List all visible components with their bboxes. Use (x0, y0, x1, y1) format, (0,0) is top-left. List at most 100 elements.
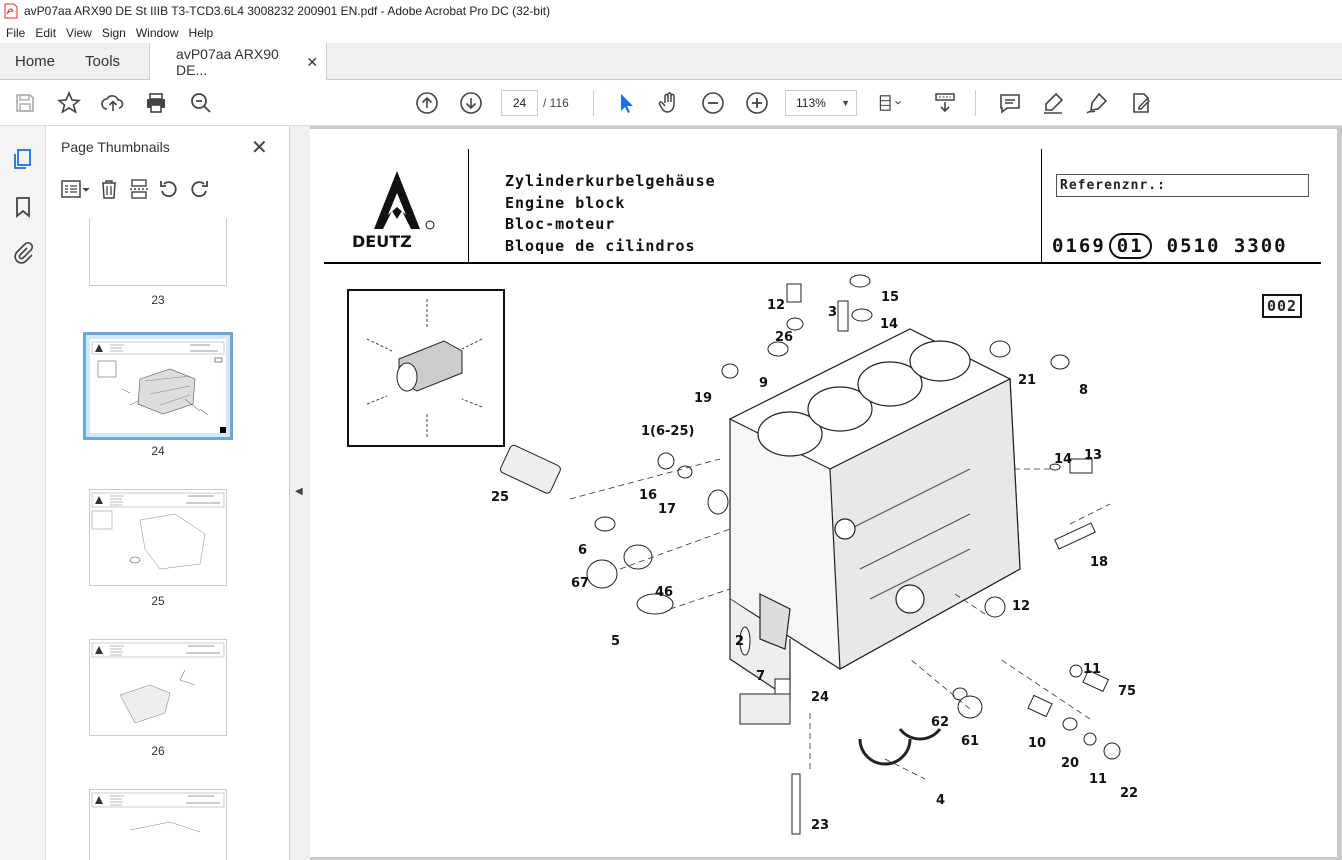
reference-number-part: 0169 (1052, 235, 1106, 257)
page-total: / 116 (543, 96, 569, 110)
thumbnail-drawing (91, 492, 225, 570)
zoom-level-select[interactable]: 113%▼ (785, 90, 857, 116)
draw-sign-icon[interactable] (1084, 90, 1110, 116)
part-label: 8 (1079, 383, 1089, 398)
part-label: 67 (571, 576, 590, 591)
scroll-mode-icon[interactable] (932, 90, 958, 116)
menu-window[interactable]: Window (135, 25, 179, 40)
title-french: Bloc-moteur (505, 215, 616, 233)
thumbnail-page-selected[interactable] (83, 332, 233, 440)
document-viewer[interactable]: DEUTZ Zylinderkurbelgehäuse Engine block… (310, 126, 1342, 860)
menu-help[interactable]: Help (188, 25, 214, 40)
thumbnail-drawing (91, 642, 225, 724)
menu-file[interactable]: File (6, 25, 26, 40)
reference-number-circled: 01 (1108, 233, 1152, 259)
thumbnail-label: 24 (151, 444, 165, 458)
part-label: 18 (1090, 555, 1109, 570)
bookmarks-icon[interactable] (10, 194, 36, 220)
part-label: 5 (611, 634, 621, 649)
rotate-clockwise-icon[interactable] (188, 178, 210, 200)
thumbnail-label: 23 (151, 293, 165, 307)
thumbnail-list: 23 24 (46, 218, 290, 860)
thumbnails-panel: Page Thumbnails ✕ 23 (46, 126, 327, 860)
part-label: 62 (931, 715, 950, 730)
tab-tools[interactable]: Tools (85, 52, 121, 70)
fit-page-icon[interactable] (877, 90, 903, 116)
page-thumbnails-icon[interactable] (10, 146, 36, 172)
toolbar-divider-2 (975, 90, 976, 116)
part-label: 10 (1028, 736, 1047, 751)
bookmark-star-icon[interactable] (56, 90, 82, 116)
thumbnail-page[interactable] (89, 489, 227, 586)
menu-sign[interactable]: Sign (101, 25, 126, 40)
header-divider (1041, 149, 1042, 262)
thumbnail-options-icon[interactable] (60, 178, 90, 200)
logo-text: DEUTZ (352, 232, 412, 251)
main-toolbar (0, 80, 1342, 126)
zoom-level-value: 113% (796, 96, 826, 110)
part-label: 3 (828, 305, 838, 320)
zoom-in-icon[interactable] (744, 90, 770, 116)
tab-bar: Home Tools avP07aa ARX90 DE... ✕ (0, 43, 1342, 81)
window-title-bar: avP07aa ARX90 DE St IIIB T3-TCD3.6L4 300… (0, 0, 1342, 22)
title-german: Zylinderkurbelgehäuse (505, 172, 716, 190)
part-label: 17 (658, 502, 677, 517)
part-label: 4 (936, 793, 946, 808)
thumbnail-page[interactable] (89, 789, 227, 860)
header-rule (324, 262, 1321, 264)
part-label: 11 (1089, 772, 1108, 787)
rotate-counterclockwise-icon[interactable] (158, 178, 180, 200)
panel-collapse-handle[interactable]: ◀ (290, 126, 310, 860)
thumbnail-page[interactable] (89, 218, 227, 286)
fill-and-sign-icon[interactable] (1128, 90, 1154, 116)
part-label: 1(6-25) (641, 424, 695, 439)
thumbnail-preview (90, 339, 226, 433)
part-label: 2 (735, 634, 745, 649)
zoom-search-icon[interactable] (188, 90, 214, 116)
part-label: 25 (491, 490, 510, 505)
highlight-pen-icon[interactable] (1040, 90, 1066, 116)
hand-tool-icon[interactable] (656, 90, 682, 116)
title-english: Engine block (505, 193, 626, 212)
part-label: 9 (759, 376, 769, 391)
chevron-left-icon[interactable]: ◀ (295, 486, 303, 497)
thumbnail-label: 26 (151, 744, 165, 758)
thumbnail-drawing (91, 341, 225, 416)
part-label: 6 (578, 543, 588, 558)
close-icon[interactable]: ✕ (306, 53, 319, 70)
part-label: 46 (655, 585, 674, 600)
panel-title: Page Thumbnails (61, 139, 170, 155)
part-label: 14 (1054, 452, 1073, 467)
delete-page-icon[interactable] (98, 178, 120, 200)
menu-edit[interactable]: Edit (35, 25, 57, 40)
deutz-logo: DEUTZ (352, 171, 435, 251)
tab-home[interactable]: Home (15, 52, 56, 70)
print-icon[interactable] (143, 90, 169, 116)
part-label: 13 (1084, 448, 1103, 463)
upload-cloud-icon[interactable] (100, 90, 126, 116)
acrobat-icon (4, 3, 18, 19)
close-icon[interactable]: ✕ (251, 137, 268, 159)
document-titles: Zylinderkurbelgehäuse Engine block Bloc-… (505, 171, 716, 257)
zoom-out-icon[interactable] (700, 90, 726, 116)
thumbnail-label: 25 (151, 594, 165, 608)
comment-icon[interactable] (997, 90, 1023, 116)
tab-document[interactable]: avP07aa ARX90 DE... ✕ (149, 43, 328, 81)
toolbar-divider (593, 90, 594, 116)
part-label: 15 (881, 290, 900, 305)
part-label: 26 (775, 330, 794, 345)
extract-page-icon[interactable] (128, 178, 150, 200)
thumbnail-page[interactable] (89, 639, 227, 736)
previous-page-icon[interactable] (414, 90, 440, 116)
save-icon[interactable] (12, 90, 38, 116)
page-number-input[interactable]: 24 (501, 90, 538, 116)
attachments-icon[interactable] (10, 240, 36, 266)
panel-toolbar (60, 176, 210, 202)
menu-view[interactable]: View (66, 25, 92, 40)
thumbnail-drawing (91, 792, 225, 833)
select-cursor-icon[interactable] (613, 90, 639, 116)
next-page-icon[interactable] (458, 90, 484, 116)
part-label: 12 (1012, 599, 1031, 614)
part-label: 22 (1120, 786, 1139, 801)
part-label: 75 (1118, 684, 1137, 699)
